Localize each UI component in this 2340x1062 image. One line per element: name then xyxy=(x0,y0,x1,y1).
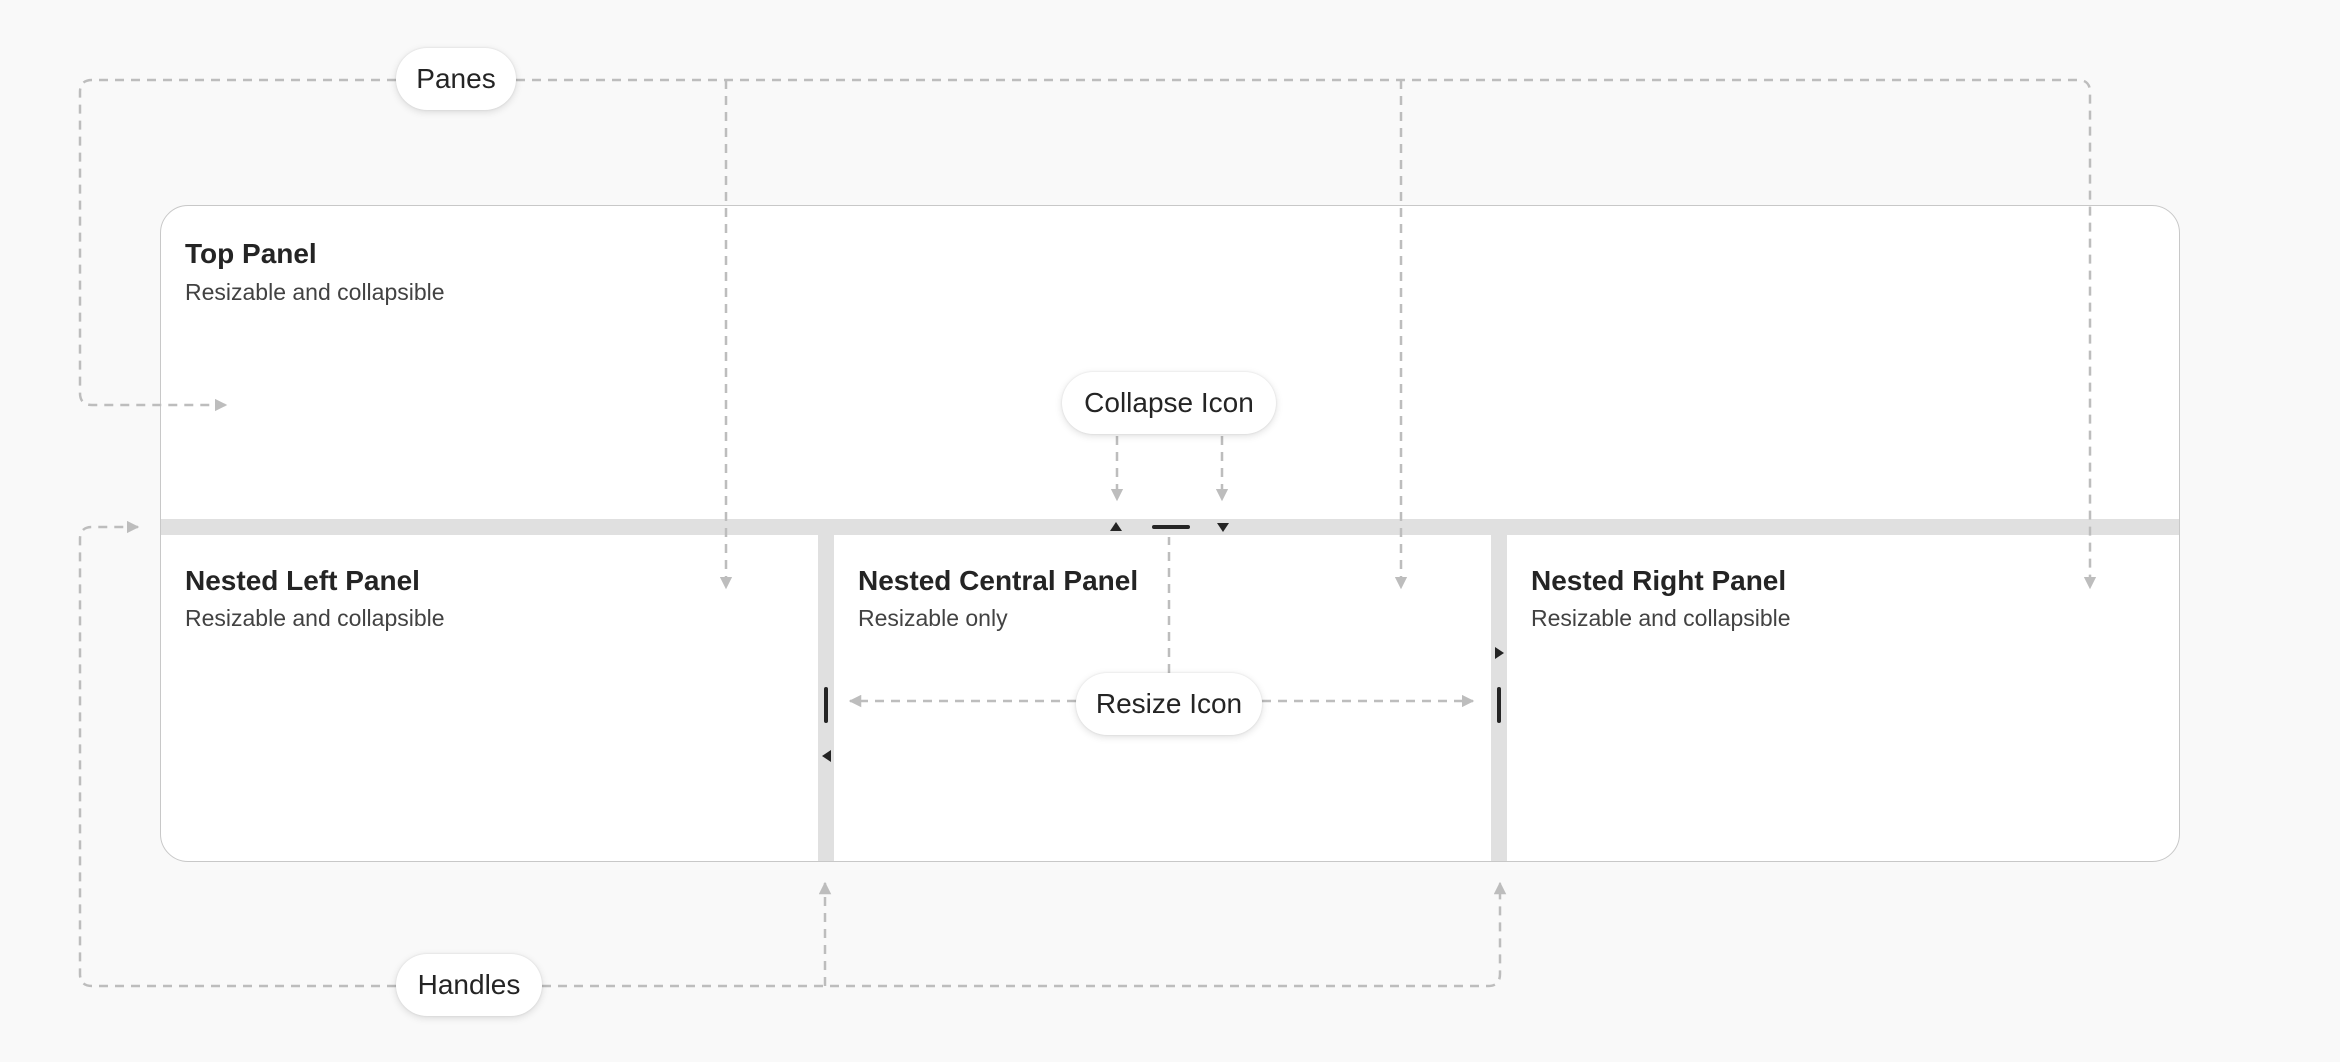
collapse-icon-callout: Collapse Icon xyxy=(1062,372,1276,434)
top-panel: Top Panel Resizable and collapsible xyxy=(161,206,2179,519)
horizontal-handle[interactable] xyxy=(161,519,2179,535)
triangle-left-icon[interactable] xyxy=(822,750,831,762)
handles-connector-right xyxy=(542,881,1507,988)
vertical-grip-icon[interactable] xyxy=(824,687,828,723)
top-panel-title: Top Panel xyxy=(185,238,317,269)
panes-callout: Panes xyxy=(396,48,516,110)
horizontal-grip-icon[interactable] xyxy=(1152,525,1190,529)
vertical-handle-left[interactable] xyxy=(818,535,834,861)
nested-left-panel-subtitle: Resizable and collapsible xyxy=(185,605,445,631)
nested-right-panel-subtitle: Resizable and collapsible xyxy=(1531,605,1791,631)
top-panel-subtitle: Resizable and collapsible xyxy=(185,279,445,305)
resize-icon-callout: Resize Icon xyxy=(1076,673,1262,735)
vertical-handle-right[interactable] xyxy=(1491,535,1507,861)
handles-callout: Handles xyxy=(396,954,542,1016)
nested-right-panel: Nested Right Panel Resizable and collaps… xyxy=(1507,535,2179,861)
triangle-right-icon[interactable] xyxy=(1495,647,1504,659)
nested-central-panel-title: Nested Central Panel xyxy=(858,565,1139,596)
triangle-down-icon[interactable] xyxy=(1217,523,1229,532)
nested-central-panel-subtitle: Resizable only xyxy=(858,605,1008,631)
vertical-grip-icon[interactable] xyxy=(1497,687,1501,723)
nested-left-panel: Nested Left Panel Resizable and collapsi… xyxy=(161,535,818,861)
nested-left-panel-title: Nested Left Panel xyxy=(185,565,420,596)
splitter-container: Top Panel Resizable and collapsible Nest… xyxy=(160,205,2180,862)
triangle-up-icon[interactable] xyxy=(1110,522,1122,531)
nested-right-panel-title: Nested Right Panel xyxy=(1531,565,1787,596)
